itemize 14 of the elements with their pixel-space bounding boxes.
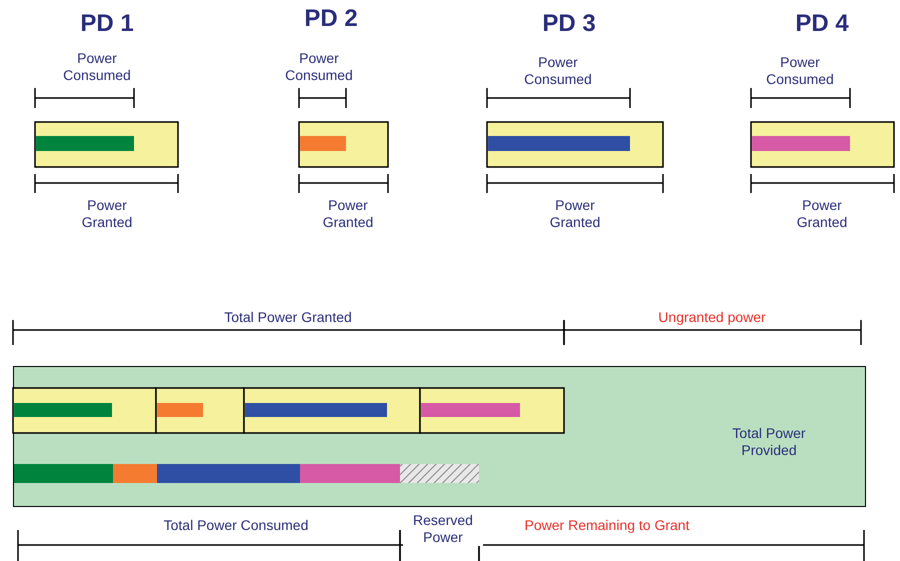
- device-title: PD 2: [303, 5, 359, 33]
- measure-label: Power Consumed: [523, 54, 593, 88]
- measure-label: Power Granted: [548, 197, 602, 231]
- measure-label: Power Granted: [322, 197, 374, 231]
- measure-label: Power Consumed: [765, 54, 835, 88]
- measure-label: Power Granted: [80, 197, 134, 231]
- device-title: PD 3: [541, 10, 597, 38]
- measure-label: Power Consumed: [284, 50, 354, 84]
- measure-label: Reserved Power: [403, 512, 483, 546]
- device-title: PD 1: [79, 10, 135, 38]
- measure-label: Power Consumed: [62, 50, 132, 84]
- device-title: PD 4: [794, 10, 850, 38]
- panel-label: Total Power Provided: [731, 425, 807, 459]
- measure-label: Power Granted: [796, 197, 848, 231]
